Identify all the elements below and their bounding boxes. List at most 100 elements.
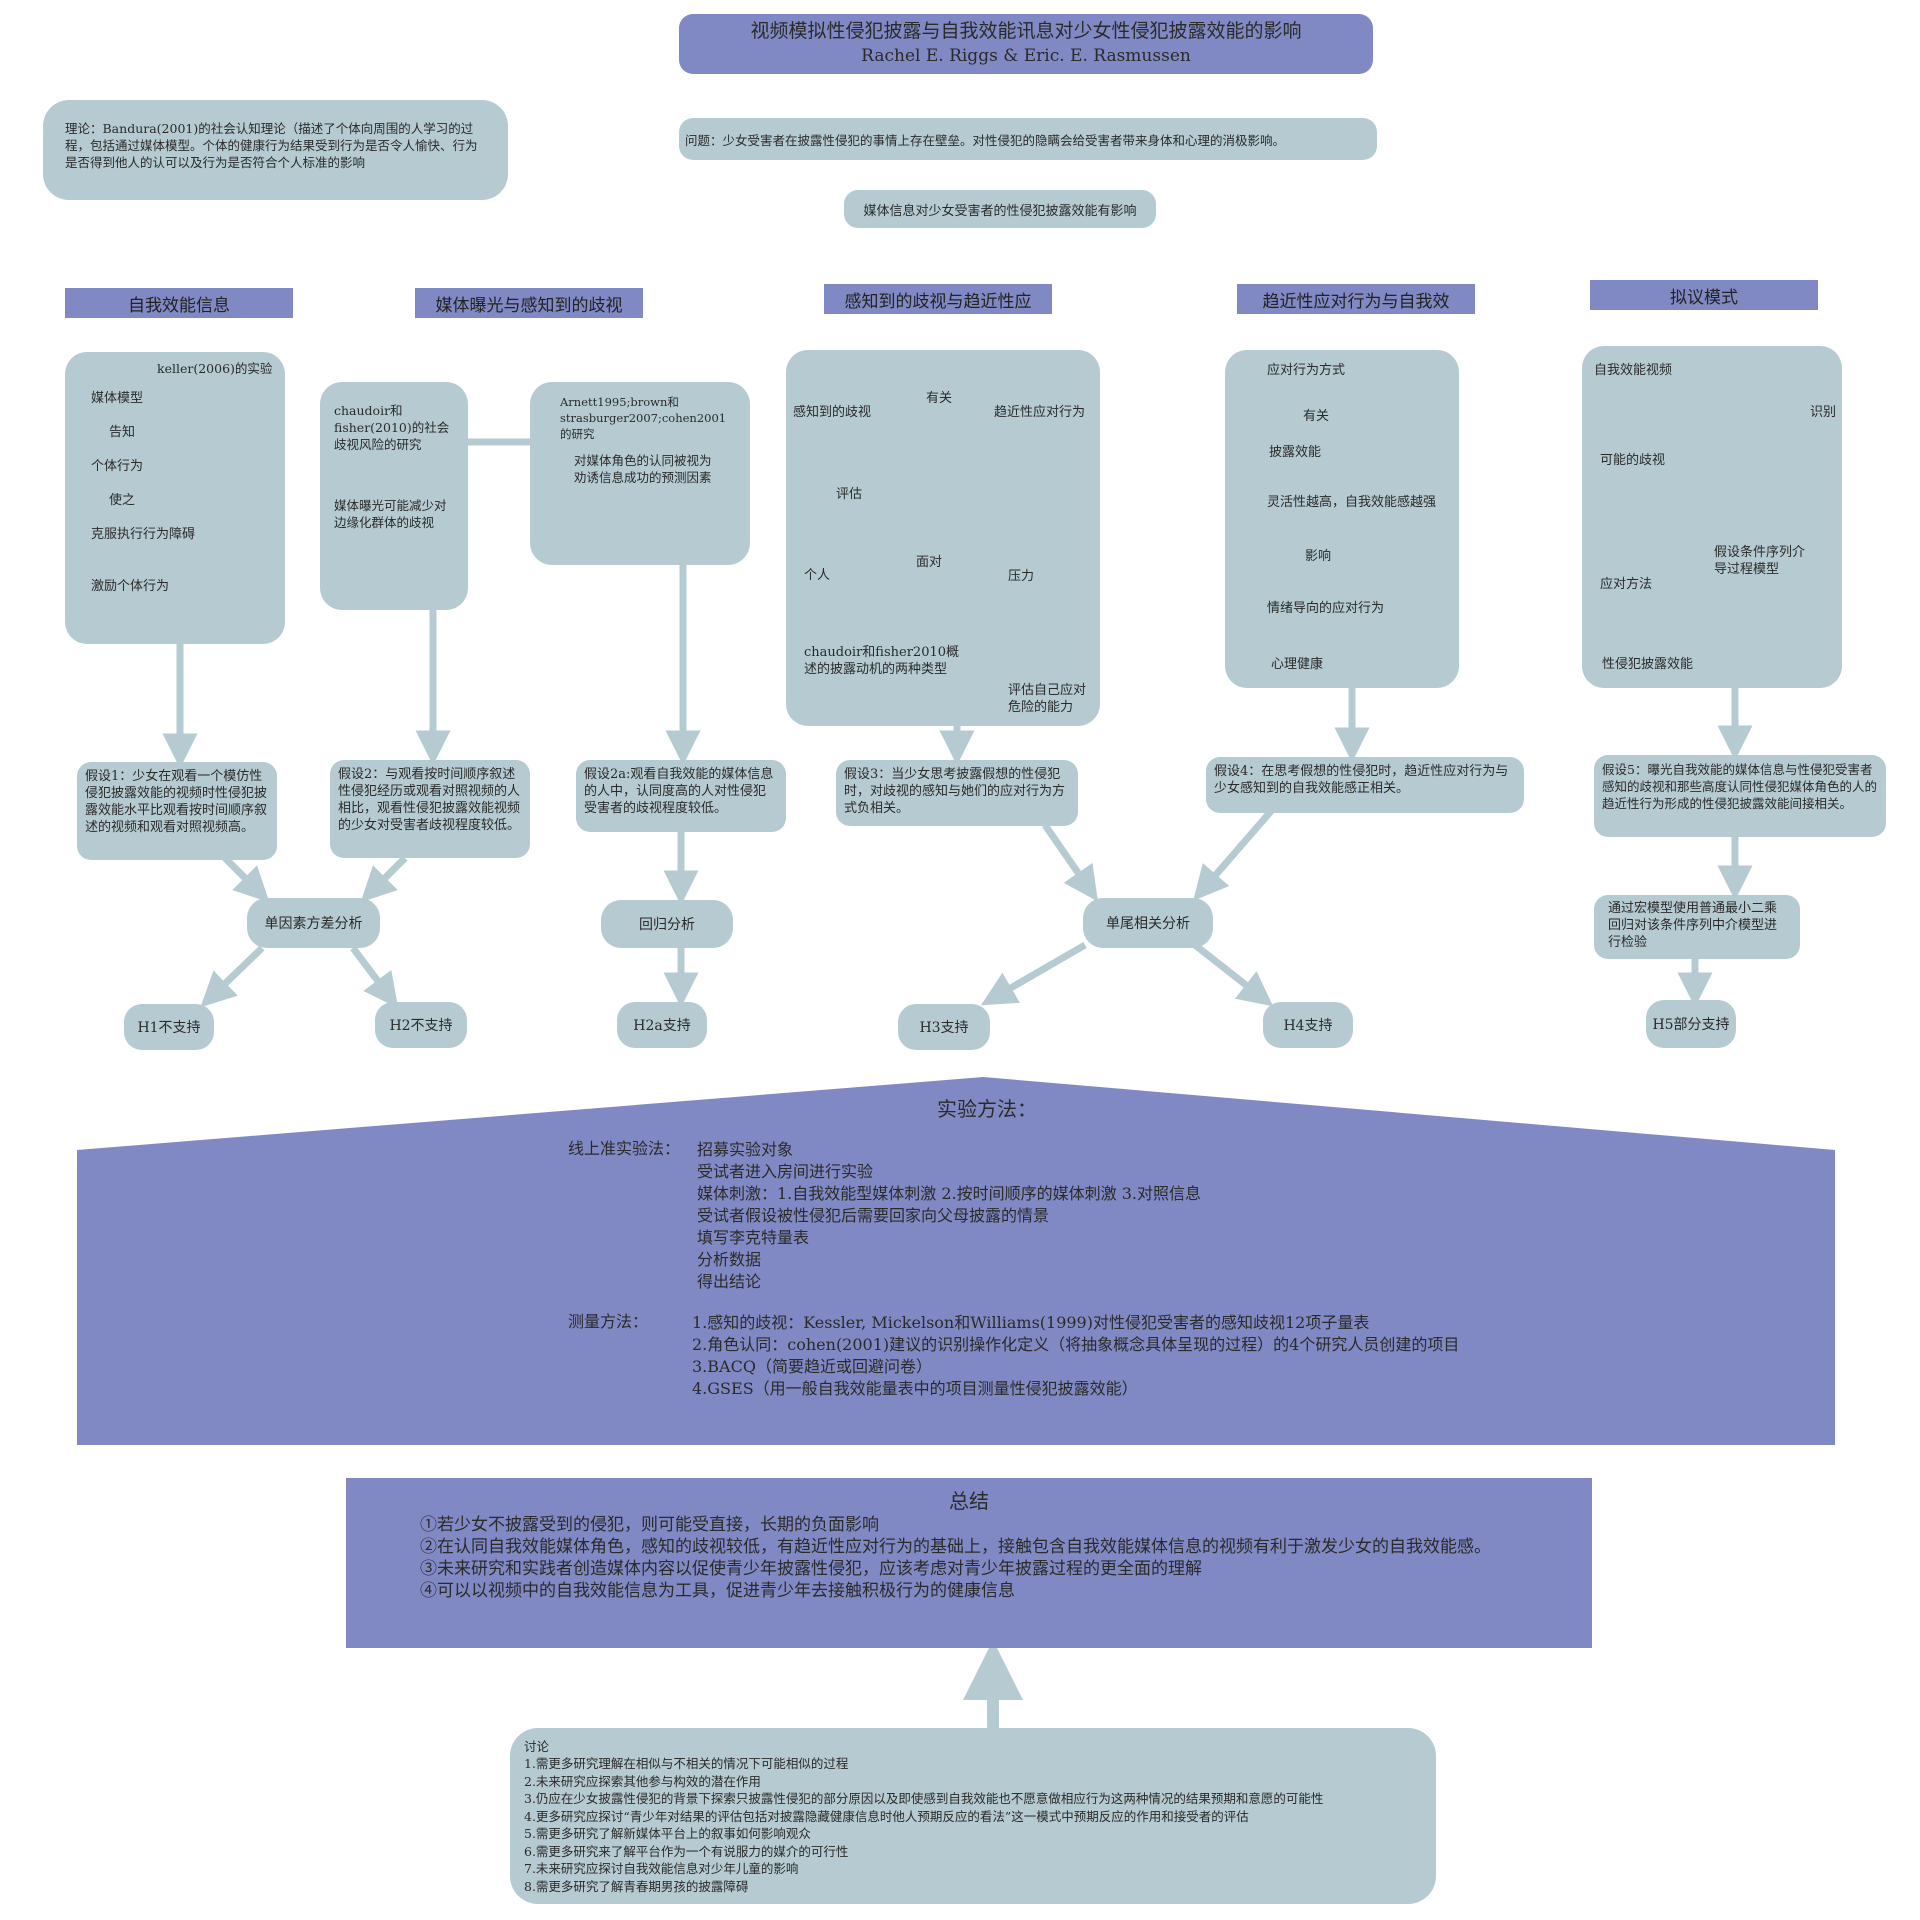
theory-box: 理论：Bandura(2001)的社会认知理论（描述了个体向周围的人学习的过程，… [43, 100, 508, 200]
central-text: 媒体信息对少女受害者的性侵犯披露效能有影响 [863, 203, 1137, 219]
result-h4-label: H4支持 [1283, 1018, 1333, 1034]
box1-edge-1: 告知 [109, 425, 136, 440]
discussion-item: 6.需更多研究来了解平台作为一个有说服力的媒介的可行性 [524, 1843, 849, 1859]
result-h2a: H2a支持 [617, 1002, 707, 1048]
method-panel-shape [77, 1077, 1835, 1445]
discussion-item: 1.需更多研究理解在相似与不相关的情况下可能相似的过程 [524, 1756, 849, 1771]
summary-item: ①若少女不披露受到的侵犯，则可能受直接，长期的负面影响 [420, 1515, 879, 1535]
box1-edge-2: 使之 [109, 493, 136, 508]
box3-pressure: 压力 [1008, 569, 1035, 584]
connector-h3-correlation [1042, 823, 1098, 902]
method-step: 分析数据 [697, 1250, 762, 1269]
method-step: 受试者进入房间进行实验 [697, 1162, 874, 1181]
analysis-macro: 通过宏模型使用普通最小二乘回归对该条件序列中介模型进行检验 [1594, 895, 1800, 959]
central-box: 媒体信息对少女受害者的性侵犯披露效能有影响 [844, 190, 1156, 228]
hypothesis-2: 假设2：与观看按时间顺序叙述性侵犯经历或观看对照视频的人相比，观看性侵犯披露效能… [330, 760, 530, 858]
box3-face: 面对 [916, 555, 943, 570]
method-measure: 1.感知的歧视：Kessler, Mickelson和Williams(1999… [692, 1313, 1370, 1332]
problem-text: 问题：少女受害者在披露性侵犯的事情上存在壁垒。对性侵犯的隐瞒会给受害者带来身体和… [685, 132, 1286, 148]
box1-node-1: 媒体模型 [91, 391, 144, 406]
result-h1-label: H1不支持 [137, 1020, 201, 1036]
theory-text: 理论：Bandura(2001)的社会认知理论（描述了个体向周围的人学习的过程，… [65, 121, 478, 170]
discussion-item: 5.需更多研究了解新媒体平台上的叙事如何影响观众 [524, 1826, 811, 1841]
hypothesis-1: 假设1：少女在观看一个模仿性侵犯披露效能的视频时性侵犯披露效能水平比观看按时间顺… [77, 762, 277, 860]
method-title: 实验方法： [937, 1097, 1037, 1121]
section-header-4: 趋近性应对行为与自我效 [1237, 284, 1475, 314]
analysis-correlation-label: 单尾相关分析 [1106, 916, 1190, 932]
box3-related: 有关 [926, 391, 953, 406]
result-h4: H4支持 [1263, 1002, 1353, 1048]
box5-video: 自我效能视频 [1594, 363, 1673, 378]
box1-node-3: 克服执行行为障碍 [91, 527, 196, 542]
method-measure: 3.BACQ（简要趋近或回避问卷） [692, 1357, 932, 1376]
result-h1: H1不支持 [124, 1004, 214, 1050]
discussion-item: 8.需更多研究了解青春期男孩的披露障碍 [524, 1878, 749, 1894]
section-header-1: 自我效能信息 [65, 288, 293, 318]
connector-anova-h2result [350, 945, 399, 1009]
method-online-label: 线上准实验法： [568, 1139, 681, 1158]
box4-influence: 影响 [1305, 549, 1332, 564]
connector-correlation-h4result [1192, 942, 1274, 1007]
box5-identify: 识别 [1810, 405, 1837, 420]
section-header-5: 拟议模式 [1590, 280, 1818, 310]
analysis-anova: 单因素方差分析 [247, 898, 380, 948]
box3-perceived: 感知到的歧视 [793, 405, 872, 420]
box2a-claim: 媒体曝光可能减少对边缘化群体的歧视 [334, 498, 447, 530]
box4-efficacy: 披露效能 [1269, 445, 1322, 460]
method-steps: 招募实验对象受试者进入房间进行实验媒体刺激：1.自我效能型媒体刺激 2.按时间顺… [697, 1139, 1201, 1293]
box3-individual: 个人 [804, 568, 831, 583]
box4-coping: 应对行为方式 [1267, 363, 1346, 378]
discussion-item: 4.更多研究应探讨“青少年对结果的评估包括对披露隐藏健康信息时他人预期反应的看法… [524, 1808, 1249, 1824]
method-step: 媒体刺激：1.自我效能型媒体刺激 2.按时间顺序的媒体刺激 3.对照信息 [697, 1184, 1201, 1203]
result-h2a-label: H2a支持 [633, 1018, 691, 1034]
method-measure-label: 测量方法： [568, 1312, 649, 1331]
box-proposed-model: 自我效能视频 识别 可能的歧视 假设条件序列介导过程模型 应对方法 性侵犯披露效… [1582, 346, 1842, 688]
box1-node-4: 激励个体行为 [91, 579, 170, 594]
box3-source: chaudoir和fisher2010概述的披露动机的两种类型 [804, 645, 960, 677]
box-approach-efficacy: 应对行为方式 有关 披露效能 灵活性越高，自我效能感越强 影响 情绪导向的应对行… [1225, 350, 1459, 688]
title-main: 视频模拟性侵犯披露与自我效能讯息对少女性侵犯披露效能的影响 [750, 20, 1302, 42]
box4-related: 有关 [1303, 409, 1330, 424]
discussion-item: 7.未来研究应探讨自我效能信息对少年儿童的影响 [524, 1861, 799, 1876]
connector-h2-anova [360, 855, 408, 903]
result-h3-label: H3支持 [919, 1020, 969, 1036]
box4-health: 心理健康 [1271, 657, 1324, 672]
box-discrimination-approach: 感知到的歧视 有关 趋近性应对行为 评估 个人 面对 压力 chaudoir和f… [786, 350, 1100, 726]
hypothesis-2a: 假设2a:观看自我效能的媒体信息的人中，认同度高的人对性侵犯受害者的歧视程度较低… [576, 760, 786, 832]
analysis-regression: 回归分析 [601, 900, 733, 948]
method-measure: 2.角色认同：cohen(2001)建议的识别操作化定义（将抽象概念具体呈现的过… [692, 1335, 1460, 1354]
analysis-anova-label: 单因素方差分析 [264, 916, 363, 932]
result-h3: H3支持 [898, 1004, 990, 1050]
box5-model: 假设条件序列介导过程模型 [1714, 545, 1806, 577]
problem-box: 问题：少女受害者在披露性侵犯的事情上存在壁垒。对性侵犯的隐瞒会给受害者带来身体和… [679, 118, 1377, 160]
result-h2-label: H2不支持 [389, 1018, 453, 1034]
box-self-efficacy: keller(2006)的实验 媒体模型 告知 个体行为 使之 克服执行行为障碍… [65, 352, 285, 644]
analysis-regression-label: 回归分析 [639, 917, 695, 933]
box3-evaluate: 评估 [836, 487, 863, 502]
hypothesis-5: 假设5：曝光自我效能的媒体信息与性侵犯受害者感知的歧视和那些高度认同性侵犯媒体角… [1594, 755, 1886, 837]
connector-correlation-h3result [980, 941, 1087, 1006]
method-step: 招募实验对象 [697, 1140, 794, 1159]
box4-flex: 灵活性越高，自我效能感越强 [1267, 495, 1437, 510]
title-authors: Rachel E. Riggs & Eric. E. Rasmussen [861, 46, 1191, 66]
summary-item: ②在认同自我效能媒体角色，感知的歧视较低，有趋近性应对行为的基础上，接触包含自我… [420, 1537, 1491, 1557]
discussion-item: 2.未来研究应探索其他参与构效的潜在作用 [524, 1773, 761, 1789]
analysis-correlation: 单尾相关分析 [1083, 898, 1213, 948]
summary-title: 总结 [949, 1489, 989, 1513]
title-banner: 视频模拟性侵犯披露与自我效能讯息对少女性侵犯披露效能的影响 Rachel E. … [679, 14, 1373, 74]
analysis-macro-label: 通过宏模型使用普通最小二乘回归对该条件序列中介模型进行检验 [1608, 901, 1778, 950]
method-measure: 4.GSES（用一般自我效能量表中的项目测量性侵犯披露效能） [692, 1379, 1138, 1398]
box3-ability: 评估自己应对危险的能力 [1008, 683, 1087, 715]
discussion-item: 3.仍应在少女披露性侵犯的背景下探索只披露性侵犯的部分原因以及即使感到自我效能也… [524, 1791, 1324, 1806]
summary-item: ③未来研究和实践者创造媒体内容以促使青少年披露性侵犯，应该考虑对青少年披露过程的… [420, 1559, 1202, 1579]
method-measures: 1.感知的歧视：Kessler, Mickelson和Williams(1999… [692, 1312, 1459, 1400]
box1-node-2: 个体行为 [91, 459, 144, 474]
box2b-claim: 对媒体角色的认同被视为劝诱信息成功的预测因素 [574, 453, 712, 485]
method-step: 填写李克特量表 [697, 1228, 810, 1247]
box5-outcome: 性侵犯披露效能 [1602, 657, 1694, 672]
method-step: 受试者假设被性侵犯后需要回家向父母披露的情景 [697, 1206, 1050, 1225]
result-h5-label: H5部分支持 [1652, 1017, 1730, 1033]
connector-h4-correlation [1193, 807, 1275, 901]
